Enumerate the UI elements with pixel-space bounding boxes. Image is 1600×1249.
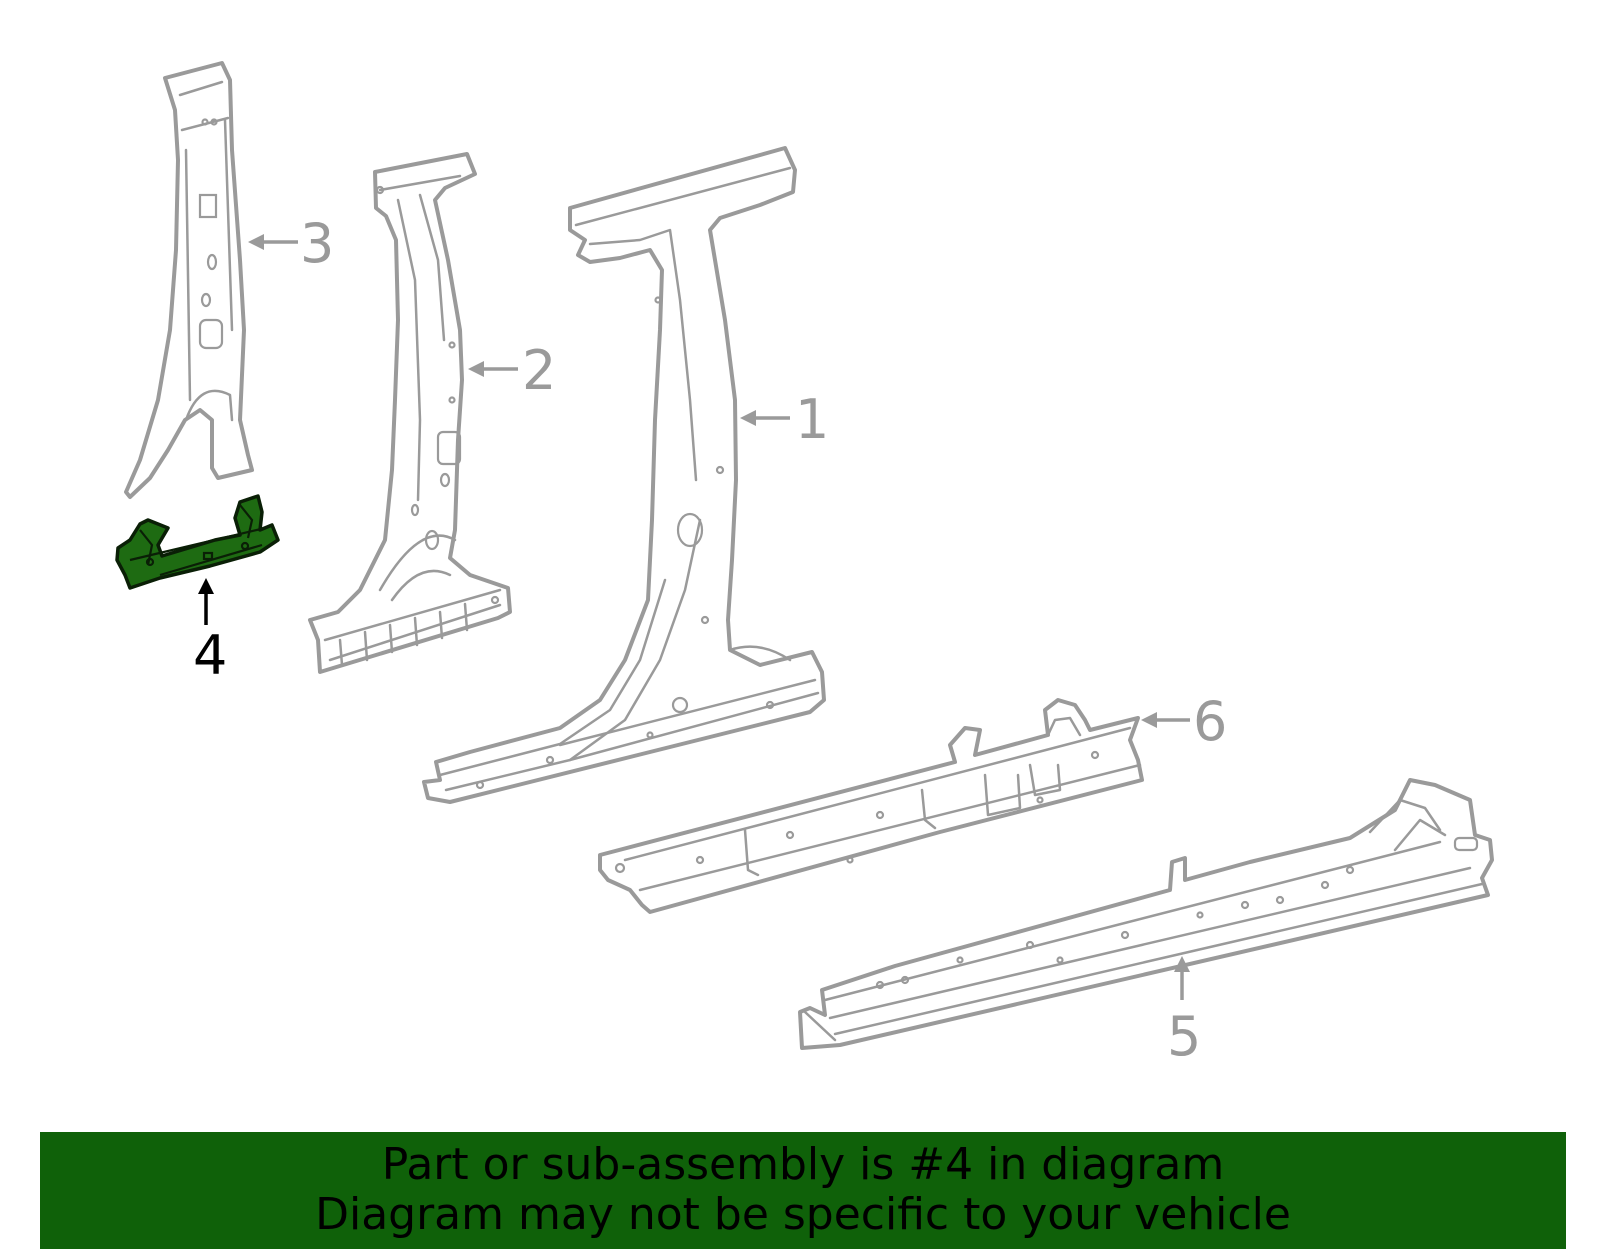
part-4-bracket-highlighted[interactable]: [115, 494, 280, 590]
callout-6-label: 6: [1193, 690, 1227, 753]
callout-4-label: 4: [193, 624, 227, 687]
callout-6: 6: [1141, 690, 1227, 753]
callout-2-label: 2: [522, 339, 556, 402]
callout-3-label: 3: [300, 212, 334, 275]
banner-line-1: Part or sub-assembly is #4 in diagram: [381, 1139, 1225, 1190]
part-3-pillar-reinforcement[interactable]: [124, 61, 254, 499]
info-banner: Part or sub-assembly is #4 in diagram Di…: [40, 1132, 1566, 1249]
callout-5: 5: [1167, 956, 1201, 1068]
callout-3: 3: [248, 212, 334, 275]
callout-5-label: 5: [1167, 1005, 1201, 1068]
callout-1: 1: [740, 388, 829, 451]
part-1-center-pillar-outer[interactable]: [422, 146, 826, 804]
callout-4: 4: [193, 578, 227, 687]
banner-line-2: Diagram may not be specific to your vehi…: [315, 1189, 1291, 1240]
part-5-rocker-panel[interactable]: [798, 778, 1494, 1050]
callout-2: 2: [468, 339, 556, 402]
part-2-center-pillar-inner[interactable]: [308, 152, 512, 674]
callout-1-label: 1: [795, 388, 829, 451]
part-6-rocker-reinforcement[interactable]: [598, 698, 1144, 914]
